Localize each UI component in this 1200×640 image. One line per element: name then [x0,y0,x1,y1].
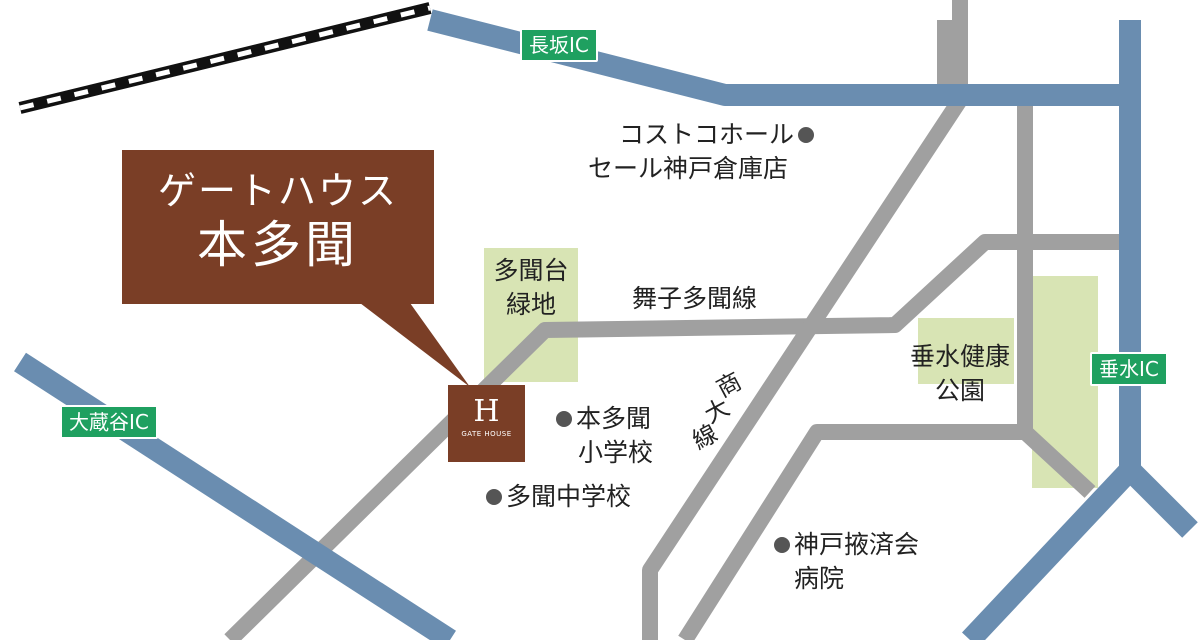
landmark-costco: コストコホール セール神戸倉庫店 [588,118,818,186]
highway-east-south [961,462,1139,640]
park-tamondai-area [484,248,578,382]
landmark-costco-line1: コストコホール [588,118,818,152]
landmark-costco-line2: セール神戸倉庫店 [588,154,789,183]
local-roads [224,0,1120,640]
railway-line [18,2,432,114]
road-south-branch [678,424,1096,640]
property-name-box: ゲートハウス 本多聞 [122,150,434,304]
park-label-tamondai-line1: 多聞台 [493,256,569,285]
landmark-elementary-line1: 本多聞 [552,402,653,436]
ic-badge-nagasaka: 長坂IC [520,28,598,62]
landmark-junior-high: 多聞中学校 [482,480,631,514]
road-label-maiko-tamon: 舞子多聞線 [632,284,758,313]
landmark-dot-icon [556,410,572,427]
landmark-elementary-school: 本多聞 小学校 [552,402,653,470]
park-tarumi-kenko-area [918,318,1014,384]
landmark-dot-icon [774,536,790,553]
ic-badge-tarumi: 垂水IC [1090,352,1168,386]
road-shoudai [642,0,968,640]
park-label-tamondai-line2: 緑地 [505,290,556,319]
property-logo-marker[interactable]: H GATE HOUSE [448,385,525,462]
park-label-tarumi-kenko: 垂水健康 公園 [890,340,1030,408]
landmark-elementary-line2: 小学校 [578,438,654,467]
landmark-hospital: 神戸掖済会 病院 [770,528,919,596]
landmark-hospital-line2: 病院 [794,564,845,593]
gate-house-logo-icon: H [473,394,500,429]
ic-badge-okuradani: 大蔵谷IC [60,405,158,439]
logo-text: GATE HOUSE [461,430,512,438]
park-label-tarumi-kenko-line1: 垂水健康 [909,342,1010,371]
property-name-line1: ゲートハウス [157,169,398,213]
landmark-dot-icon [798,126,814,143]
property-name-line2: 本多聞 [197,216,359,274]
park-label-tarumi-kenko-line2: 公園 [934,376,985,405]
park-label-tamondai: 多聞台 緑地 [484,254,578,322]
landmark-hospital-line1: 神戸掖済会 [770,528,919,562]
landmark-dot-icon [486,488,502,505]
